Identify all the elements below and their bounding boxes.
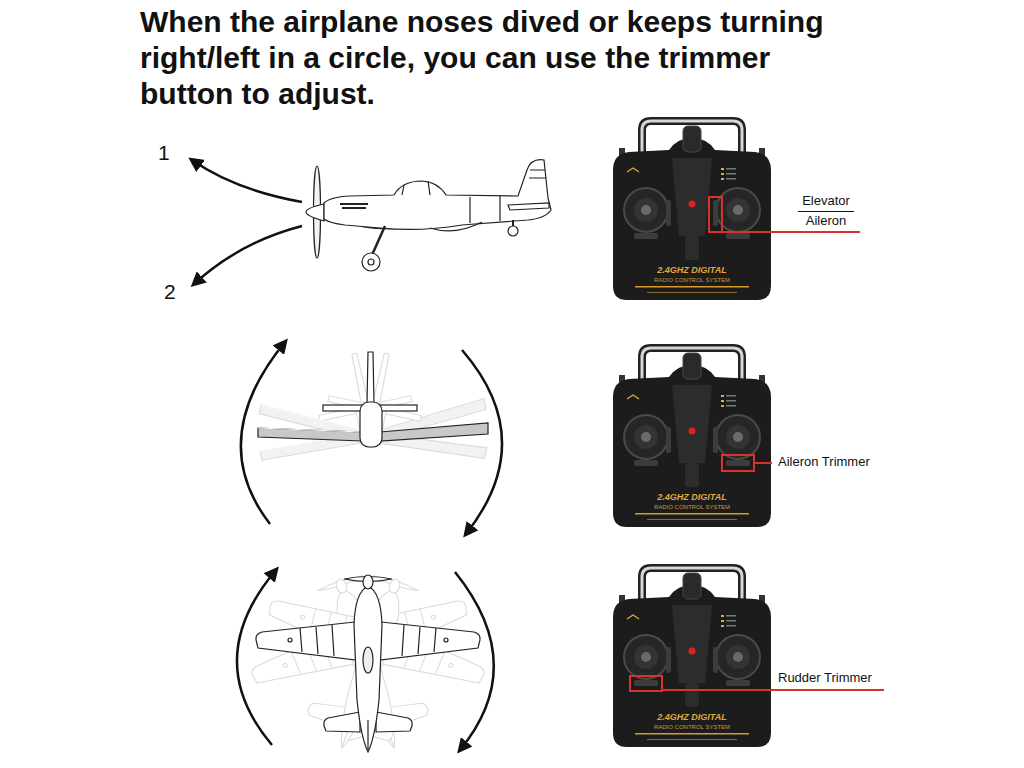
roll-arrow <box>241 342 285 524</box>
pitch-arrow <box>192 160 302 284</box>
airplane-side-view <box>306 204 324 221</box>
brand-text: 2.4GHZ DIGITAL <box>657 712 726 722</box>
airplane-side-view <box>368 259 374 265</box>
control-label: Aileron <box>806 214 846 229</box>
airplane-side-view <box>430 222 482 231</box>
airplane-top-view <box>256 575 480 752</box>
highlight-leader <box>722 231 860 233</box>
airplane-side-view <box>402 170 546 223</box>
callout-number: 2 <box>164 280 176 304</box>
title: When the airplane noses dived or keeps t… <box>140 4 860 112</box>
control-label: Elevator <box>802 194 850 209</box>
highlight-leader <box>709 197 722 232</box>
transmitter <box>613 568 771 747</box>
pitch-arrow <box>194 226 302 284</box>
brand-subtext: RADIO CONTROL SYSTEM <box>654 724 730 731</box>
brand-text: 2.4GHZ DIGITAL <box>657 492 726 502</box>
highlight-leader <box>630 676 662 691</box>
airplane-side-view <box>508 203 549 210</box>
brand-subtext: RADIO CONTROL SYSTEM <box>654 504 730 511</box>
brand-text: 2.4GHZ DIGITAL <box>657 265 726 275</box>
roll-arrow <box>241 342 502 534</box>
airplane-side-view <box>324 160 551 230</box>
airplane-side-view <box>362 253 380 271</box>
trimmer-label: Rudder Trimmer <box>778 671 872 686</box>
airplane-front-view <box>258 352 488 447</box>
trimmer-label: Aileron Trimmer <box>778 455 870 470</box>
highlight-leader <box>662 689 884 691</box>
airplane-side-view <box>306 160 551 271</box>
airplane-ghost <box>233 545 501 768</box>
airplane-side-view <box>372 226 385 255</box>
highlight-leader <box>754 462 772 464</box>
roll-arrow <box>462 350 502 534</box>
yaw-arrow <box>237 570 276 745</box>
callout-number: 1 <box>158 141 170 165</box>
airplane-ghost <box>233 545 504 768</box>
yaw-arrow <box>237 570 494 750</box>
brand-subtext: RADIO CONTROL SYSTEM <box>654 277 730 284</box>
airplane-ghost <box>235 545 503 768</box>
transmitter <box>613 348 771 527</box>
fraction-line <box>798 211 854 212</box>
transmitter <box>613 121 771 300</box>
pitch-arrow <box>192 160 302 202</box>
airplane-front-view <box>258 352 488 447</box>
yaw-arrow <box>455 572 494 750</box>
airplane-side-view <box>508 226 518 236</box>
airplane-top-view <box>256 575 480 752</box>
highlight-leader <box>722 455 754 471</box>
highlight-leader <box>630 197 884 691</box>
airplane-side-view <box>340 204 368 208</box>
